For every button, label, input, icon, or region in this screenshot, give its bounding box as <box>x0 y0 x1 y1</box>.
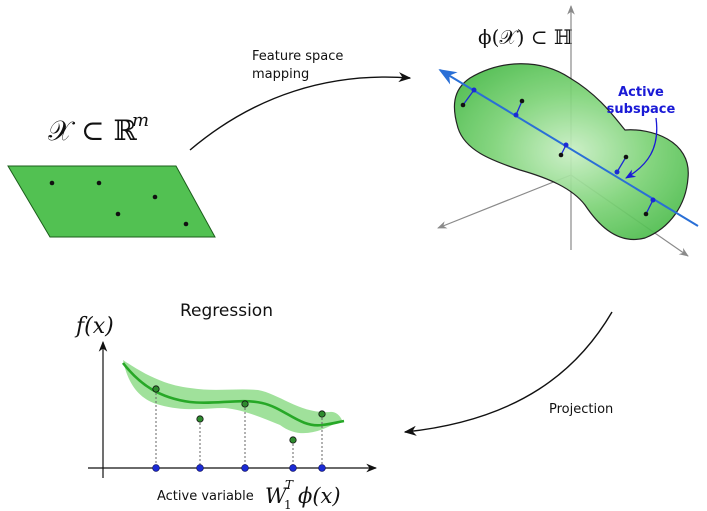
regression-curve <box>121 362 345 427</box>
projection-label: Projection <box>549 402 613 417</box>
w-symbol: W <box>265 484 289 508</box>
sample-point <box>318 410 326 418</box>
feature-point <box>623 154 629 160</box>
projected-point <box>471 87 477 93</box>
projection-segment <box>462 89 475 106</box>
active-subspace-pointer <box>625 117 658 179</box>
active-variable-point <box>241 464 249 472</box>
feature-point <box>519 98 525 104</box>
feature-space-label: ϕ(𝒳) ⊂ ℍ <box>478 25 573 49</box>
axis-left <box>437 174 572 229</box>
sample-point <box>196 415 204 423</box>
active-subspace-label-line2: subspace <box>607 102 676 117</box>
active-subspace-label-line1: Active <box>618 85 664 100</box>
sample-point <box>241 400 249 408</box>
input-space-parallelogram <box>7 165 216 238</box>
w-superscript: T <box>285 478 294 492</box>
feature-point <box>643 211 649 217</box>
input-point <box>49 180 55 186</box>
feature-space-blob <box>453 63 689 241</box>
input-point <box>152 194 158 200</box>
input-point <box>115 211 121 217</box>
active-variable-point <box>289 464 297 472</box>
input-points <box>49 180 189 227</box>
active-variable-point <box>318 464 326 472</box>
projected-point <box>513 112 519 118</box>
phi-of-x: ϕ(x) <box>298 484 341 508</box>
feature-mapping-arrow <box>189 72 412 151</box>
projected-point <box>563 142 569 148</box>
regression-label: Regression <box>180 301 273 321</box>
projection-segment <box>515 100 523 116</box>
f-of-x-label: f(x) <box>74 314 114 339</box>
sample-point <box>152 385 160 393</box>
input-point <box>96 180 102 186</box>
feature-points <box>460 87 656 217</box>
feature-mapping-label-line1: Feature space <box>252 49 343 64</box>
projection-arrow <box>403 311 613 436</box>
active-variable-point <box>152 464 160 472</box>
feature-point <box>460 102 466 108</box>
active-variable-point <box>196 464 204 472</box>
projected-point <box>650 197 656 203</box>
projection-segment <box>616 156 627 173</box>
input-point <box>183 221 189 227</box>
input-space-exponent: m <box>132 110 149 131</box>
projected-point <box>614 169 620 175</box>
sample-point <box>289 436 297 444</box>
feature-mapping-label-line2: mapping <box>252 67 309 82</box>
projection-segment <box>645 199 654 215</box>
regression-samples <box>152 385 326 472</box>
active-variable-label: Active variable <box>157 489 254 504</box>
input-space-label: 𝒳 ⊂ ℝ <box>48 114 137 147</box>
feature-point <box>558 152 564 158</box>
w-subscript: 1 <box>284 498 292 511</box>
